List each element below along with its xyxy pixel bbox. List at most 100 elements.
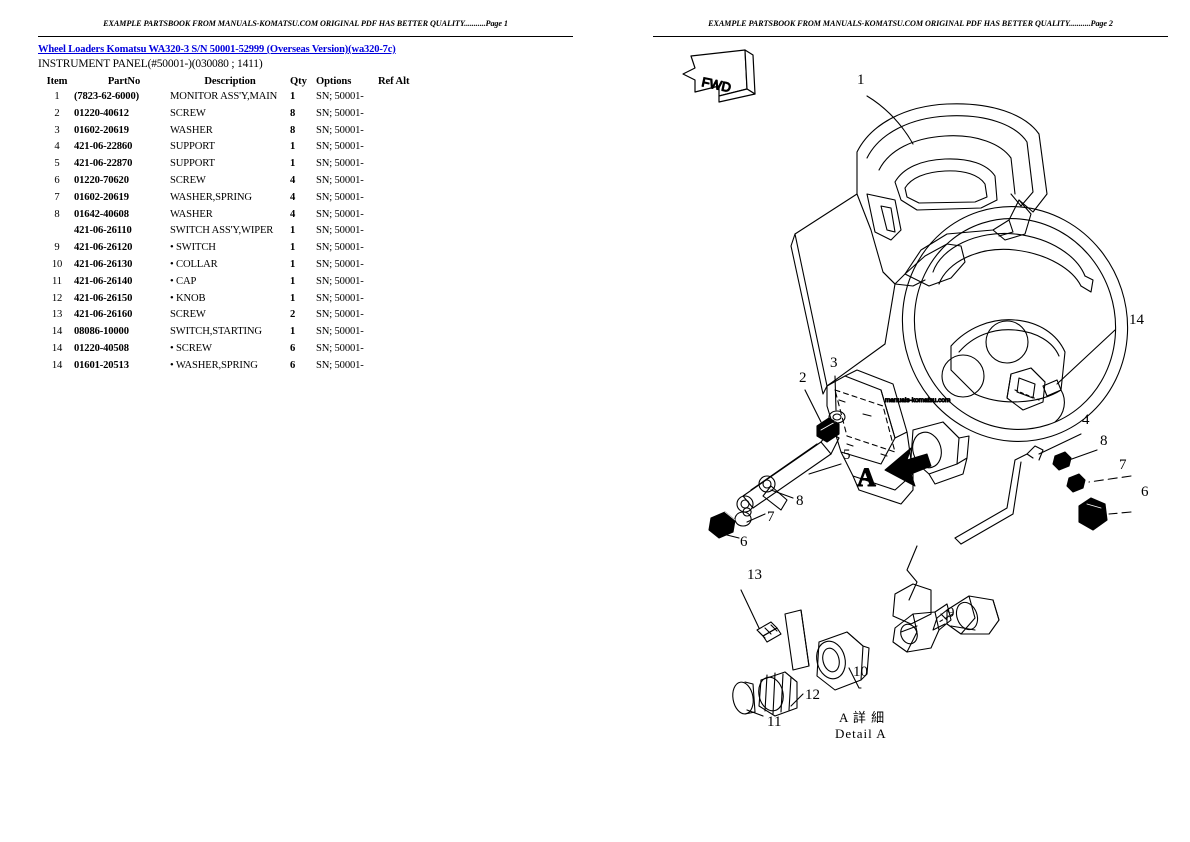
cell-qty: 1 [290,292,296,304]
cell-options: SN; 50001- [316,242,364,254]
cell-refalt [378,257,424,274]
diagram-watermark: manuals-komatsu.com [885,397,950,404]
cell-description: WASHER [170,208,213,220]
column-header-refalt: Ref Alt [378,76,410,87]
cell-partno: 421-06-22860 [74,141,133,153]
parts-table-header-row: Item PartNo Description Qty Options Ref … [40,76,424,89]
cell-description: • KNOB [170,292,206,304]
cell-qty: 1 [290,275,296,287]
callout-5: 5 [843,447,851,463]
leader-7-right [1088,475,1132,483]
cell-refalt [378,240,424,257]
cell-partno: 01220-40612 [74,107,129,119]
leader-5 [808,463,842,475]
cell-qty: 2 [290,309,296,321]
page-title: INSTRUMENT PANEL(#50001-)(030080 ; 1411) [38,58,263,70]
cell-item: 3 [54,124,60,136]
cell-refalt [378,190,424,207]
cell-item: 12 [51,292,63,304]
cell-options: SN; 50001- [316,342,364,354]
callout-2: 2 [799,370,807,386]
cell-description: • WASHER,SPRING [170,359,258,371]
cell-item: 4 [54,141,60,153]
detail-caption-en: Detail A [835,726,887,741]
cell-description: SWITCH ASS'Y,WIPER [170,225,274,237]
exploded-parts-diagram: FWD [595,34,1190,834]
cell-refalt [378,223,424,240]
cell-refalt [378,173,424,190]
cell-refalt [378,358,424,375]
cell-partno: 421-06-26120 [74,242,133,254]
cell-qty: 1 [290,225,296,237]
cell-partno: 01642-40608 [74,208,129,220]
callout-13: 13 [747,567,762,583]
cell-description: WASHER,SPRING [170,191,252,203]
cell-refalt [378,123,424,140]
fwd-label: FWD [700,74,732,95]
catalog-link[interactable]: Wheel Loaders Komatsu WA320-3 S/N 50001-… [38,44,396,55]
cell-partno: 01602-20619 [74,191,129,203]
cell-partno: (7823-62-6000) [74,91,139,102]
cell-partno: 01220-70620 [74,174,129,186]
fastener-6-left [708,511,736,539]
cell-options: SN; 50001- [316,158,364,170]
detail-a-group [732,545,1000,717]
cell-item: 14 [51,326,63,338]
support-arm-4 [954,445,1044,545]
left-running-header-text: EXAMPLE PARTSBOOK FROM MANUALS-KOMATSU.C… [103,19,508,28]
cell-description: SCREW [170,309,206,321]
leader-10 [848,667,862,689]
cell-options: SN; 50001- [316,174,364,186]
wiper-switch-assembly [910,421,970,485]
cell-qty: 8 [290,124,296,136]
column-header-item: Item [46,76,68,87]
monitor-assembly-outline [790,103,1048,395]
cell-qty: 1 [290,258,296,270]
cell-options: SN; 50001- [316,359,364,371]
leader-12 [790,693,804,707]
cell-description: MONITOR ASS'Y,MAIN [170,91,278,102]
steering-wheel [901,206,1129,442]
cell-item: 1 [54,91,60,102]
cell-partno: 421-06-26110 [74,225,132,237]
cell-description: SCREW [170,174,206,186]
cell-description: • SCREW [170,342,212,354]
cell-refalt [378,207,424,224]
leader-9 [950,625,976,631]
cell-item: 6 [54,174,60,186]
right-running-header: EXAMPLE PARTSBOOK FROM MANUALS-KOMATSU.C… [653,18,1168,37]
starting-switch-part [1006,367,1062,411]
cell-options: SN; 50001- [316,275,364,287]
leader-2 [804,389,822,423]
leader-1 [866,95,914,145]
leader-4 [1038,433,1082,455]
switch-9 [892,603,952,653]
fastener-7-left [734,507,752,527]
cell-item: 9 [54,242,60,254]
section-arrow-label: A [857,463,876,492]
callout-4: 4 [1082,412,1090,428]
cell-item: 2 [54,107,60,119]
cell-description: SUPPORT [170,141,215,153]
cell-refalt [378,89,424,106]
cell-options: SN; 50001- [316,107,364,119]
